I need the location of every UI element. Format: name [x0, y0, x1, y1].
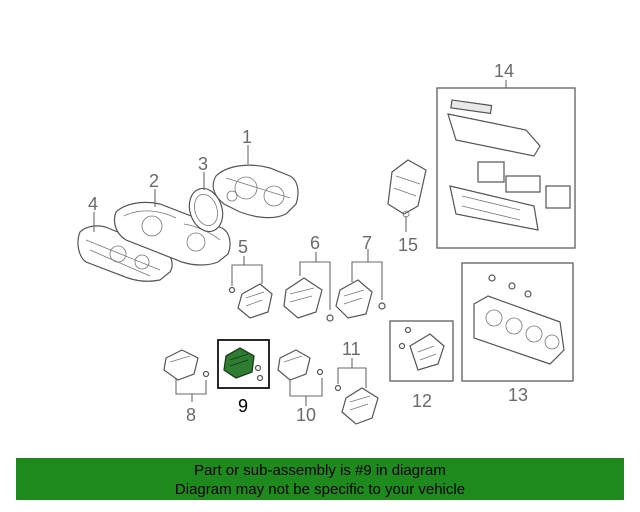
- lead-6: [299, 261, 331, 310]
- callout-5: 5: [238, 237, 248, 257]
- parts-diagram: 4 2 3 1 15 14: [77, 61, 576, 425]
- callout-1: 1: [242, 127, 252, 147]
- part-8-switch[interactable]: [163, 349, 210, 381]
- part-11-switch[interactable]: [334, 384, 379, 425]
- box-13: [461, 262, 574, 382]
- callout-3: 3: [198, 154, 208, 174]
- lead-8: [175, 378, 207, 395]
- part-12-switch[interactable]: [398, 326, 445, 371]
- callout-4: 4: [88, 194, 98, 214]
- box-9: [217, 339, 270, 389]
- lead-10: [289, 378, 323, 397]
- callout-6: 6: [310, 233, 320, 253]
- part-3-gauge-ring[interactable]: [184, 184, 228, 236]
- part-1-gauge-assembly[interactable]: [212, 164, 299, 219]
- callout-8: 8: [186, 405, 196, 425]
- callout-7: 7: [362, 233, 372, 253]
- box-12: [389, 320, 454, 382]
- part-13-control-unit[interactable]: [473, 274, 565, 365]
- part-5-switch[interactable]: [228, 283, 273, 319]
- part-4-bezel[interactable]: [77, 225, 173, 282]
- callout-9: 9: [238, 396, 248, 416]
- banner-line-1: Part or sub-assembly is #9 in diagram: [194, 462, 446, 479]
- callout-13: 13: [508, 385, 528, 405]
- lead-7: [351, 261, 383, 300]
- callout-15: 15: [398, 235, 418, 255]
- part-10-switch[interactable]: [277, 349, 324, 381]
- part-15-module[interactable]: [387, 159, 427, 218]
- callout-2: 2: [149, 171, 159, 191]
- info-banner: Part or sub-assembly is #9 in diagram Di…: [16, 458, 624, 500]
- banner-line-2: Diagram may not be specific to your vehi…: [174, 481, 466, 498]
- lead-5: [231, 264, 263, 286]
- part-9-switch-selected[interactable]: [223, 347, 264, 382]
- callout-10: 10: [296, 405, 316, 425]
- part-14-heater-control[interactable]: [447, 99, 571, 231]
- part-2-meter-cover[interactable]: [113, 201, 231, 266]
- callout-12: 12: [412, 391, 432, 411]
- lead-11: [337, 367, 367, 388]
- part-7-switch[interactable]: [335, 279, 386, 319]
- callout-11: 11: [342, 339, 361, 359]
- part-6-switch[interactable]: [283, 277, 334, 322]
- callout-14: 14: [494, 61, 514, 81]
